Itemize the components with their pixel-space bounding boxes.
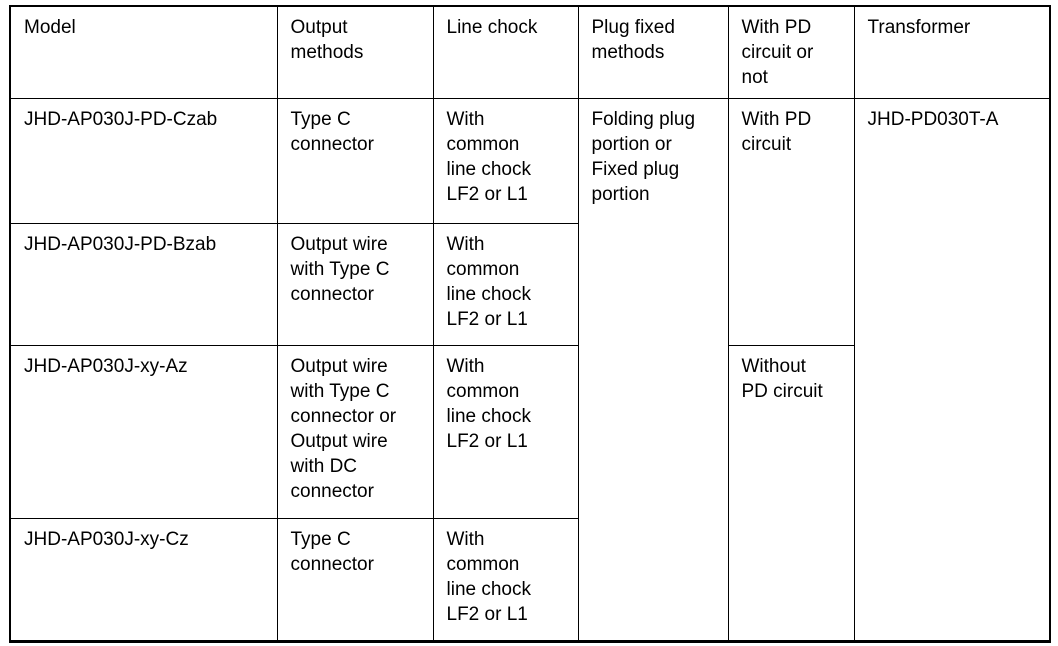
table-row: JHD-AP030J-xy-Az Output wire with Type C… <box>9 345 1050 642</box>
table-header-row: Model Output methods Line chock Plug fix… <box>9 5 1051 99</box>
column-header-transformer: Transformer <box>853 5 1051 99</box>
column-header-pd-circuit: With PD circuit or not <box>727 5 855 99</box>
cell-output-methods-value: Type C connector <box>290 109 374 155</box>
table-row: JHD-AP030J-xy-Cz Type C connector With c… <box>9 518 1050 642</box>
cell-plug-fixed-methods-value: Folding plug portion or Fixed plug porti… <box>591 109 696 205</box>
cell-output-methods: Type C connector <box>276 518 434 642</box>
cell-line-chock-value: With common line chock LF2 or L1 <box>446 234 532 330</box>
cell-line-chock-value: With common line chock LF2 or L1 <box>446 109 532 205</box>
cell-output-methods-value: Output wire with Type C connector or Out… <box>290 356 397 502</box>
table-row: JHD-AP030J-PD-Czab Type C connector With… <box>9 98 1051 642</box>
cell-line-chock: With common line chock LF2 or L1 <box>432 223 579 346</box>
cell-model: JHD-AP030J-PD-Bzab <box>9 223 278 346</box>
cell-plug-fixed-methods: Folding plug portion or Fixed plug porti… <box>577 98 729 642</box>
column-header-model-label: Model <box>24 17 76 38</box>
cell-model: JHD-AP030J-PD-Czab <box>9 98 278 224</box>
cell-output-methods: Output wire with Type C connector <box>276 223 434 346</box>
table-row: JHD-AP030J-PD-Bzab Output wire with Type… <box>9 223 1050 346</box>
column-header-plug-fixed-methods: Plug fixed methods <box>577 5 729 99</box>
cell-line-chock: With common line chock LF2 or L1 <box>432 98 579 224</box>
column-header-model: Model <box>9 5 278 99</box>
column-header-output-methods-label: Output methods <box>290 17 364 63</box>
cell-pd-circuit-without-value: Without PD circuit <box>741 356 823 402</box>
cell-model-value: JHD-AP030J-xy-Cz <box>24 529 189 550</box>
column-header-output-methods: Output methods <box>276 5 434 99</box>
cell-line-chock-value: With common line chock LF2 or L1 <box>446 356 532 452</box>
cell-pd-circuit-with-value: With PD circuit <box>741 109 812 155</box>
cell-output-methods-value: Type C connector <box>290 529 374 575</box>
cell-model-value: JHD-AP030J-PD-Czab <box>24 109 218 130</box>
cell-output-methods: Output wire with Type C connector or Out… <box>276 345 434 519</box>
cell-line-chock-value: With common line chock LF2 or L1 <box>446 529 532 625</box>
cell-model-value: JHD-AP030J-PD-Bzab <box>24 234 217 255</box>
cell-pd-circuit-without: Without PD circuit <box>727 345 855 642</box>
cell-output-methods: Type C connector <box>276 98 434 224</box>
cell-model: JHD-AP030J-xy-Cz <box>9 518 278 642</box>
column-header-line-chock-label: Line chock <box>446 17 538 38</box>
model-specification-table: Model Output methods Line chock Plug fix… <box>9 5 1051 643</box>
column-header-line-chock: Line chock <box>432 5 579 99</box>
column-header-transformer-label: Transformer <box>867 17 971 38</box>
cell-transformer: JHD-PD030T-A <box>853 98 1051 642</box>
cell-model-value: JHD-AP030J-xy-Az <box>24 356 188 377</box>
cell-line-chock: With common line chock LF2 or L1 <box>432 345 579 519</box>
column-header-plug-fixed-methods-label: Plug fixed methods <box>591 17 675 63</box>
cell-pd-circuit-with: With PD circuit <box>727 98 855 346</box>
column-header-pd-circuit-label: With PD circuit or not <box>741 17 814 88</box>
cell-transformer-value: JHD-PD030T-A <box>867 109 999 130</box>
cell-line-chock: With common line chock LF2 or L1 <box>432 518 579 642</box>
cell-model: JHD-AP030J-xy-Az <box>9 345 278 519</box>
cell-output-methods-value: Output wire with Type C connector <box>290 234 390 305</box>
spec-table-container: Model Output methods Line chock Plug fix… <box>9 5 1051 643</box>
